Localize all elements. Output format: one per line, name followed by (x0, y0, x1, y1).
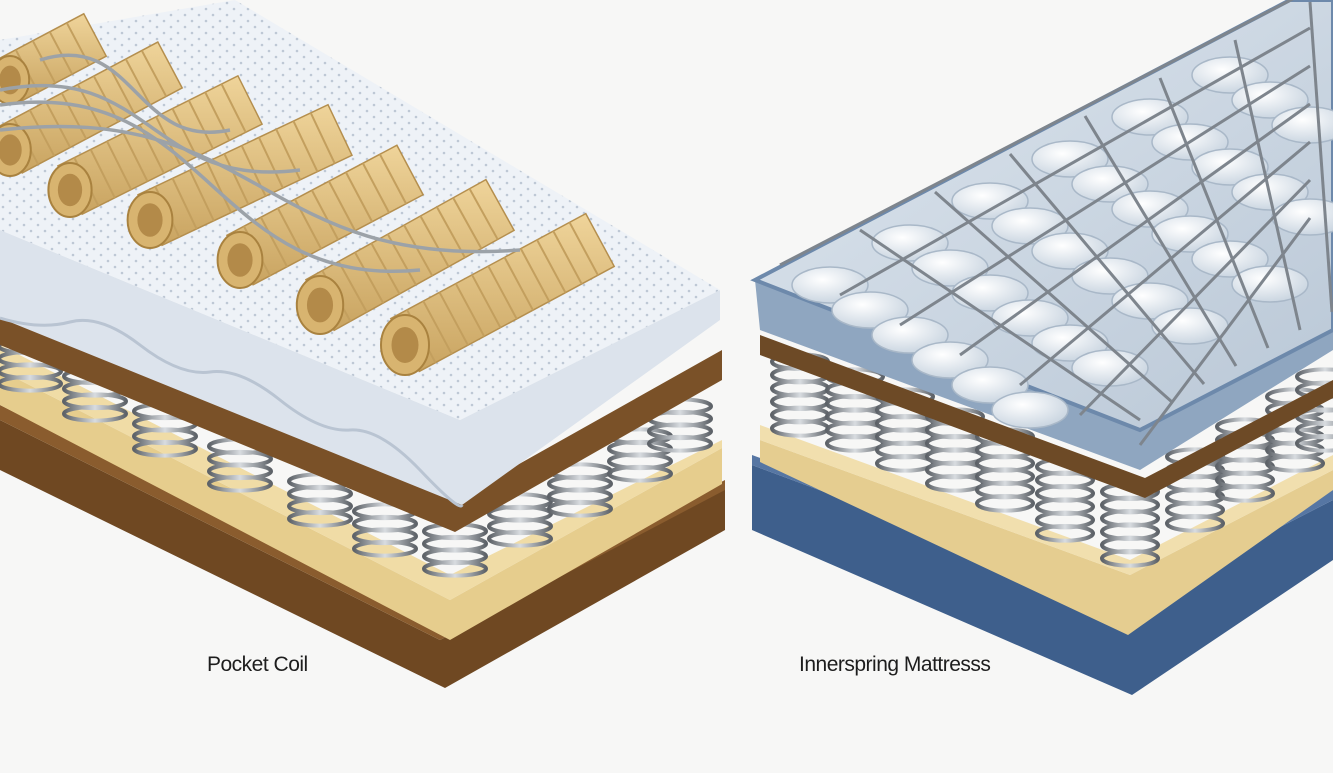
pocket-coil-wires (0, 53, 521, 274)
pocket-coil-foam-top (0, 345, 722, 600)
grid-wire (1158, 77, 1270, 349)
grid-wire (1008, 153, 1206, 385)
pocket-coil-base-layer (0, 420, 725, 688)
padding-pillow (1111, 190, 1189, 228)
wire (0, 100, 421, 274)
pocket-coil-quilt-ruffle (0, 316, 464, 508)
coil-spring (1100, 482, 1160, 568)
grid-wire (1138, 217, 1312, 446)
pocket-coil-quilt-side (0, 230, 720, 505)
innerspring-foam-layer (760, 440, 1333, 635)
wrapped-coil (126, 103, 353, 249)
padding-pillow (791, 266, 869, 304)
innerspring-mattress (750, 0, 1333, 695)
padding-pillow (911, 341, 989, 379)
grid-wire (779, 0, 1294, 267)
padding-pillow (831, 291, 909, 329)
grid-wire (899, 64, 1311, 327)
wire (39, 53, 231, 134)
padding-pillow (1191, 240, 1269, 278)
innerspring-mattress-label: Innerspring Mattresss (799, 653, 991, 676)
padding-pillow (1151, 307, 1229, 345)
padding-pillow (1031, 232, 1109, 270)
padding-pillow (1031, 140, 1109, 178)
innerspring-foam-top (760, 425, 1333, 575)
wrapped-coil (295, 178, 516, 335)
grid-wire (839, 26, 1311, 297)
pocket-coil-wrapped-coils (0, 12, 616, 376)
grid-wire (934, 190, 1173, 404)
innerspring-brown-strip (760, 335, 1333, 498)
innerspring-panel-side (755, 280, 1333, 470)
grid-wire (1308, 1, 1333, 313)
grid-wire (959, 102, 1311, 357)
wire (0, 83, 301, 174)
grid-wire (859, 228, 1141, 422)
grid-wire (1083, 115, 1238, 367)
padding-pillow (951, 366, 1029, 404)
padding-pillow (1071, 165, 1149, 203)
padding-pillow (991, 391, 1069, 429)
pocket-coil-foam-layer (0, 370, 722, 640)
wire (0, 124, 521, 254)
grid-wire (1019, 140, 1311, 387)
wrapped-coil (380, 212, 616, 376)
grid-wire (1233, 39, 1302, 331)
padding-pillow (951, 182, 1029, 220)
innerspring-wire-grid (779, 0, 1333, 446)
pocket-coil-label: Pocket Coil (207, 653, 308, 676)
pocket-coil-brown-board (0, 310, 722, 532)
wrapped-coil (216, 144, 425, 289)
pocket-coil-mattress (0, 0, 725, 688)
coil-spring (975, 427, 1035, 513)
